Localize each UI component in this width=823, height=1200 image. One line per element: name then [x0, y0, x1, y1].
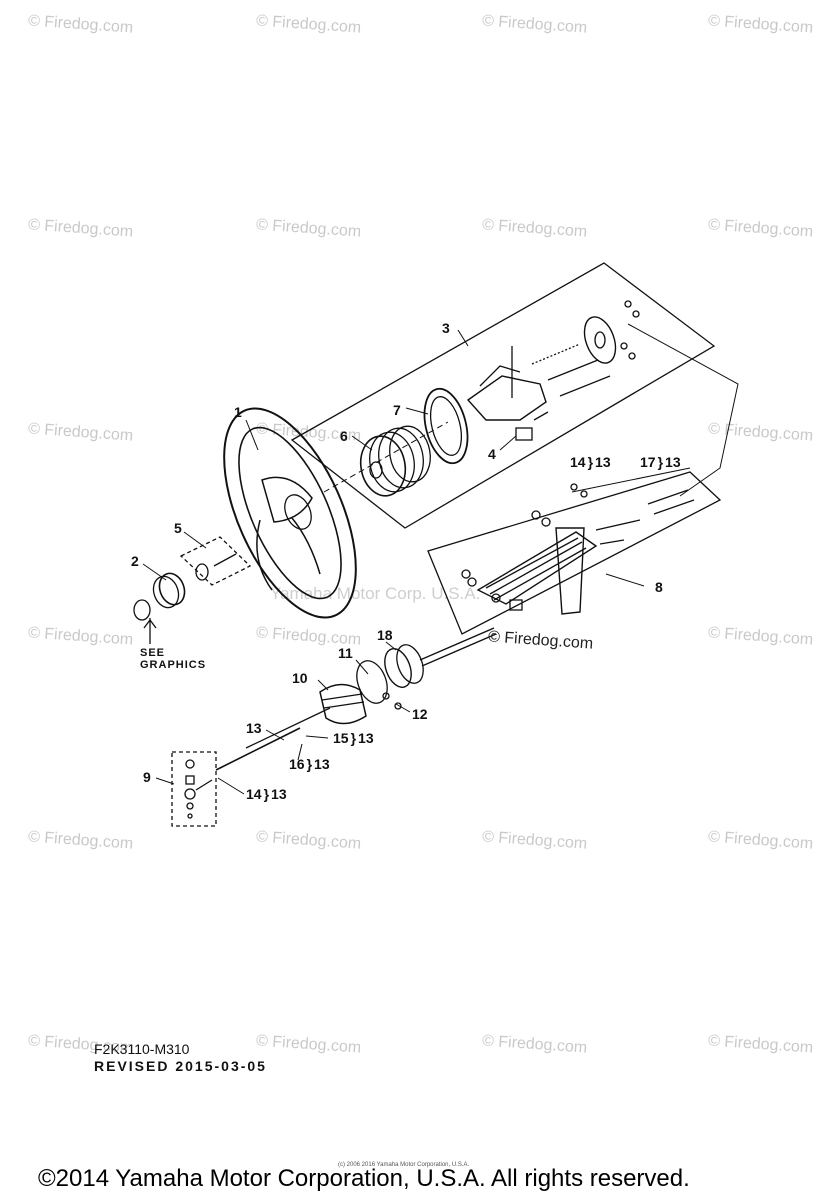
- callout-16-13: 16}13: [289, 756, 330, 772]
- fine-print: (c) 2006 2016 Yamaha Motor Corporation, …: [338, 1162, 470, 1168]
- shaft-boot-drawing: [319, 644, 424, 725]
- copyright-notice: ©2014 Yamaha Motor Corporation, U.S.A. A…: [38, 1165, 690, 1192]
- callout-12: 12: [412, 706, 428, 722]
- ring-drawing: [423, 387, 469, 465]
- diagram-code: F2K3110-M310: [94, 1041, 190, 1057]
- steering-wheel-drawing: [223, 407, 357, 619]
- callout-7: 7: [393, 402, 401, 418]
- see-graphics-note: SEE GRAPHICS: [140, 647, 206, 671]
- callout-14-13-upper: 14}13: [570, 454, 611, 470]
- callout-6: 6: [340, 428, 348, 444]
- hub-cover-drawing: [133, 553, 237, 644]
- callout-9: 9: [143, 769, 151, 785]
- callout-11: 11: [338, 645, 353, 661]
- see-graphics-line1: SEE: [140, 647, 166, 659]
- steering-shaft-drawing: [215, 421, 497, 771]
- tilt-bracket-drawing: [461, 483, 695, 615]
- callout-15-13: 15}13: [333, 730, 374, 746]
- callout-13: 13: [246, 720, 262, 736]
- hub-pulley-drawing: [359, 425, 431, 497]
- column-mechanism-drawing: [466, 300, 640, 441]
- leader-lines: [142, 329, 645, 795]
- callout-18: 18: [377, 627, 393, 643]
- callout-3: 3: [442, 320, 450, 336]
- group-8-outline: [427, 471, 722, 635]
- tie-rod-end-drawing: [184, 759, 213, 819]
- revision-date: REVISED 2015-03-05: [94, 1058, 267, 1074]
- callout-14-13-lower: 14}13: [246, 786, 287, 802]
- callout-4: 4: [488, 446, 496, 462]
- callout-17-13: 17}13: [640, 454, 681, 470]
- group-5-outline: [179, 536, 252, 586]
- connector-line-3-8: [627, 323, 739, 497]
- group-9-outline: [171, 751, 217, 827]
- callout-2: 2: [131, 553, 139, 569]
- callout-8: 8: [655, 579, 663, 595]
- callout-10: 10: [292, 670, 308, 686]
- callout-5: 5: [174, 520, 182, 536]
- see-graphics-line2: GRAPHICS: [140, 659, 207, 671]
- connector-line-17: [571, 467, 691, 493]
- group-3-outline: [290, 262, 716, 529]
- callout-1: 1: [234, 404, 242, 420]
